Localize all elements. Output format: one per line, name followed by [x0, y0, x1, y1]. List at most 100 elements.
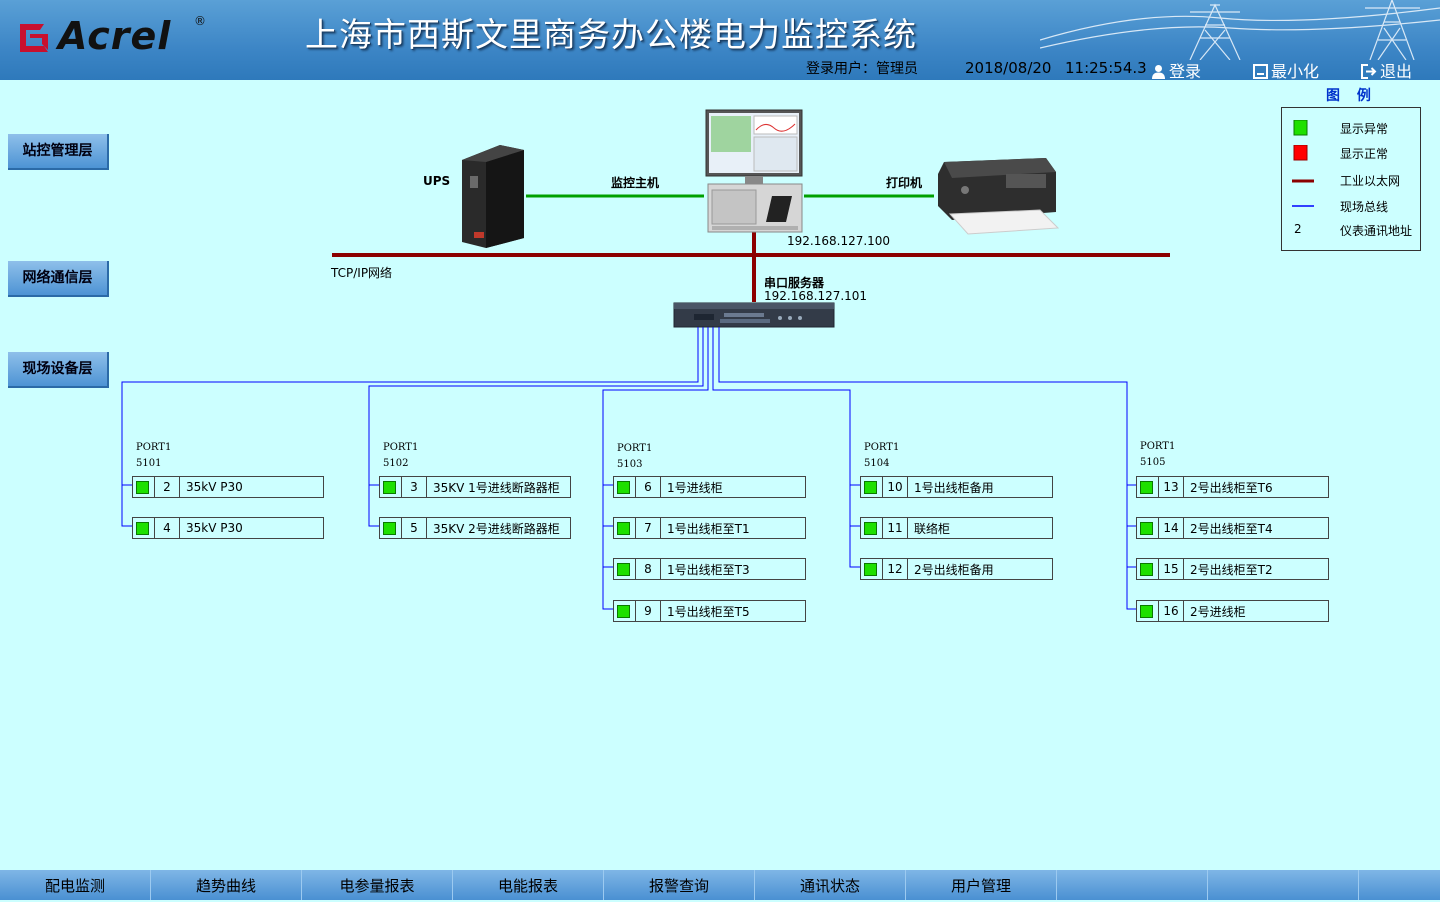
port-label: PORT1 5104: [864, 442, 900, 469]
status-led: [1140, 562, 1153, 576]
device-row[interactable]: 7 1号出线柜至T1: [613, 517, 806, 539]
device-row[interactable]: 15 2号出线柜至T2: [1136, 558, 1329, 580]
menu-trend-curve[interactable]: 趋势曲线: [151, 870, 302, 900]
printer-icon: [938, 158, 1060, 235]
exit-icon: [1361, 64, 1377, 79]
legend-abnormal-label: 显示异常: [1340, 122, 1389, 136]
device-name: 35kV P30: [186, 480, 243, 494]
device-name: 联络柜: [914, 521, 951, 536]
fieldbus-line-icon: [1292, 205, 1314, 207]
status-led: [864, 562, 877, 576]
legend-abnormal: 显示异常: [1292, 118, 1417, 136]
station-layer-button[interactable]: 站控管理层: [8, 134, 109, 170]
menu-energy-report[interactable]: 电能报表: [453, 870, 604, 900]
device-address: 6: [635, 477, 661, 497]
host-ip-label: 192.168.127.100: [787, 234, 891, 248]
device-row[interactable]: 2 35kV P30: [132, 476, 324, 498]
device-address: 15: [1158, 559, 1184, 579]
ups-label: UPS: [423, 174, 451, 188]
device-name: 1号出线柜至T5: [667, 604, 750, 619]
field-layer-button[interactable]: 现场设备层: [8, 352, 109, 388]
device-address: 2: [154, 477, 180, 497]
minimize-icon: [1253, 64, 1268, 79]
serial-server-label: 串口服务器: [764, 276, 825, 290]
status-led: [864, 521, 877, 535]
device-address: 11: [882, 518, 908, 538]
legend-title: 图 例: [1326, 88, 1377, 104]
status-led: [136, 521, 149, 535]
device-row[interactable]: 5 35KV 2号进线断路器柜: [379, 517, 571, 539]
legend-ethernet: 工业以太网: [1292, 170, 1417, 188]
status-led: [136, 480, 149, 494]
device-name: 2号出线柜至T2: [1190, 562, 1273, 577]
device-row[interactable]: 6 1号进线柜: [613, 476, 806, 498]
device-name: 2号出线柜至T6: [1190, 480, 1273, 495]
status-led: [383, 480, 396, 494]
legend-address-sample: 2: [1294, 222, 1302, 236]
device-address: 4: [154, 518, 180, 538]
brand-registered: ®: [194, 14, 206, 28]
device-address: 10: [882, 477, 908, 497]
menu-user-management[interactable]: 用户管理: [906, 870, 1057, 900]
device-name: 1号出线柜至T1: [667, 521, 750, 536]
device-row[interactable]: 4 35kV P30: [132, 517, 324, 539]
minimize-button[interactable]: 最小化: [1253, 58, 1319, 80]
acrel-logo: Acrel ®: [18, 14, 206, 62]
power-tower-illustration: [1040, 0, 1440, 60]
device-name: 1号进线柜: [667, 480, 723, 495]
menu-parameter-report[interactable]: 电参量报表: [302, 870, 453, 900]
status-led: [1140, 521, 1153, 535]
status-led: [617, 604, 630, 618]
login-button-label: 登录: [1169, 62, 1202, 80]
menu-empty-slot[interactable]: [1359, 870, 1440, 900]
device-row[interactable]: 11 联络柜: [860, 517, 1053, 539]
menu-empty-slot[interactable]: [1208, 870, 1359, 900]
exit-button[interactable]: 退出: [1361, 58, 1412, 80]
status-led: [617, 521, 630, 535]
status-led: [617, 480, 630, 494]
brand-name: Acrel: [58, 14, 172, 58]
device-name: 35KV 2号进线断路器柜: [433, 521, 560, 536]
device-address: 12: [882, 559, 908, 579]
acrel-logo-icon: [20, 24, 48, 52]
legend-fieldbus: 现场总线: [1292, 196, 1417, 214]
tcpip-network-label: TCP/IP网络: [331, 266, 393, 280]
network-layer-button[interactable]: 网络通信层: [8, 261, 109, 297]
status-led: [617, 562, 630, 576]
login-user-label: 登录用户：管理员: [806, 61, 918, 77]
serial-server-icon: [673, 302, 835, 328]
current-time: 11:25:54.3: [1065, 59, 1147, 77]
device-name: 1号出线柜至T3: [667, 562, 750, 577]
port-label: PORT1 5103: [617, 443, 653, 470]
device-name: 2号出线柜至T4: [1190, 521, 1273, 536]
ups-icon: [462, 145, 524, 248]
menu-empty-slot[interactable]: [1057, 870, 1208, 900]
topology-diagram: [121, 109, 1170, 610]
menu-distribution-monitoring[interactable]: 配电监测: [0, 870, 151, 900]
device-address: 5: [401, 518, 427, 538]
port-label: PORT1 5105: [1140, 441, 1176, 468]
ethernet-line-icon: [1292, 179, 1314, 183]
device-name: 35kV P30: [186, 521, 243, 535]
legend-normal: 显示正常: [1292, 143, 1417, 161]
legend-ethernet-label: 工业以太网: [1340, 174, 1401, 188]
red-square-icon: [1293, 145, 1308, 161]
legend-fieldbus-label: 现场总线: [1340, 200, 1389, 214]
legend-normal-label: 显示正常: [1340, 147, 1389, 161]
legend-address: 2 仪表通讯地址: [1292, 220, 1417, 238]
menu-alarm-query[interactable]: 报警查询: [604, 870, 755, 900]
login-button[interactable]: 登录: [1151, 58, 1201, 80]
menu-comm-status[interactable]: 通讯状态: [755, 870, 906, 900]
monitoring-host-label: 监控主机: [611, 176, 660, 190]
user-icon: [1152, 65, 1165, 79]
device-name: 2号进线柜: [1190, 604, 1246, 619]
device-address: 7: [635, 518, 661, 538]
